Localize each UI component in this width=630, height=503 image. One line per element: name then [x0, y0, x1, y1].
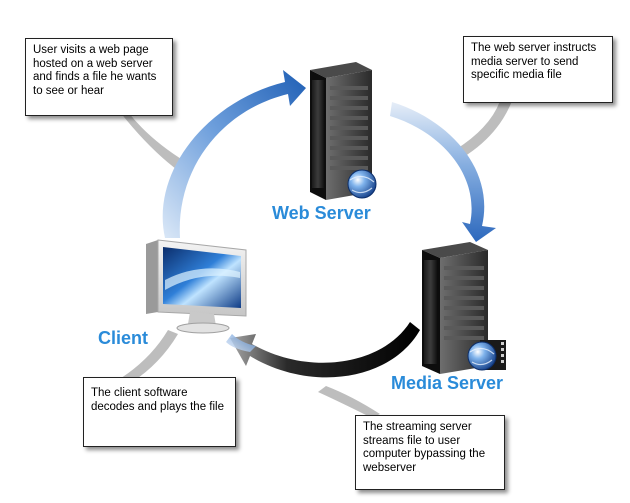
media-server-icon [422, 242, 506, 374]
connector-stream [318, 386, 380, 418]
connector-visit [120, 112, 186, 172]
globe-icon [347, 169, 377, 199]
web-server-icon [310, 62, 377, 200]
callout-web-server-instructs: The web server instructs media server to… [463, 36, 613, 103]
client-computer-icon [146, 239, 247, 334]
arrow-client-to-web [162, 70, 306, 238]
callout-user-visits: User visits a web page hosted on a web s… [25, 38, 173, 116]
label-web-server: Web Server [272, 203, 371, 223]
connector-client [118, 330, 178, 382]
connector-instruct [455, 101, 512, 158]
callout-client-plays: The client software decodes and plays th… [83, 377, 236, 447]
arrow-web-to-media [390, 102, 496, 242]
callout-streaming-server: The streaming server streams file to use… [355, 415, 505, 490]
label-client: Client [98, 328, 149, 348]
globe-icon [467, 341, 497, 371]
arrow-client-tail [226, 334, 256, 352]
label-media-server: Media Server [391, 373, 504, 393]
arrow-media-to-client [230, 322, 420, 378]
